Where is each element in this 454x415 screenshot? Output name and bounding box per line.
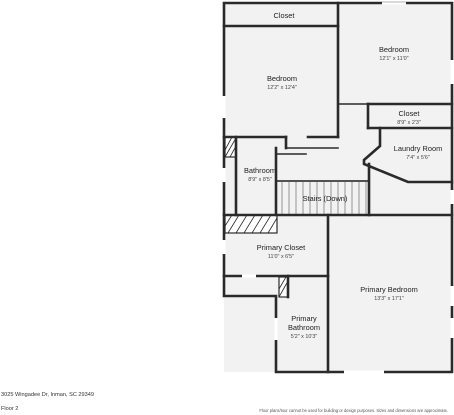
- room-primary-closet-dims: 11'0" x 6'5": [268, 254, 294, 260]
- room-primary-bedroom-dims: 13'3" x 17'1": [374, 296, 404, 302]
- room-bathroom-name: Bathroom: [244, 166, 276, 175]
- room-laundry-dims: 7'4" x 5'6": [406, 155, 430, 161]
- room-bedroom-left-name: Bedroom: [267, 74, 297, 83]
- room-bedroom-right-dims: 12'1" x 11'0": [379, 56, 408, 62]
- room-stairs-name: Stairs (Down): [303, 194, 348, 203]
- room-laundry-name: Laundry Room: [394, 144, 442, 153]
- stairs-treads: [281, 182, 367, 214]
- room-closet-right-name: Closet: [399, 109, 420, 118]
- room-bathroom-dims: 8'9" x 8'5": [248, 177, 272, 183]
- room-primary-bath-name-line2: Bathroom: [288, 323, 320, 332]
- room-closet-top-name: Closet: [274, 11, 295, 20]
- disclaimer-text: Floor plans/tour cannot be used for buil…: [259, 408, 448, 413]
- floor-label: Floor 2: [1, 406, 19, 412]
- room-bedroom-right-name: Bedroom: [379, 45, 409, 54]
- room-primary-bath-name-line1: Primary: [291, 314, 317, 323]
- room-closet-right-dims: 8'9" x 2'3": [397, 120, 421, 126]
- structural-hatch-bath: [224, 136, 237, 158]
- structural-hatch-closet: [224, 214, 278, 234]
- room-primary-bedroom-name: Primary Bedroom: [360, 285, 418, 294]
- room-bedroom-left-dims: 12'2" x 12'4": [267, 85, 297, 91]
- property-address: 3025 Wingadee Dr, Inman, SC 29349: [1, 392, 94, 398]
- windows: [222, 1, 454, 374]
- room-primary-closet-name: Primary Closet: [257, 243, 305, 252]
- walls: [222, 1, 454, 374]
- structural-hatch-primary-bath: [278, 276, 289, 298]
- room-primary-bath-dims: 5'2" x 10'3": [291, 334, 318, 340]
